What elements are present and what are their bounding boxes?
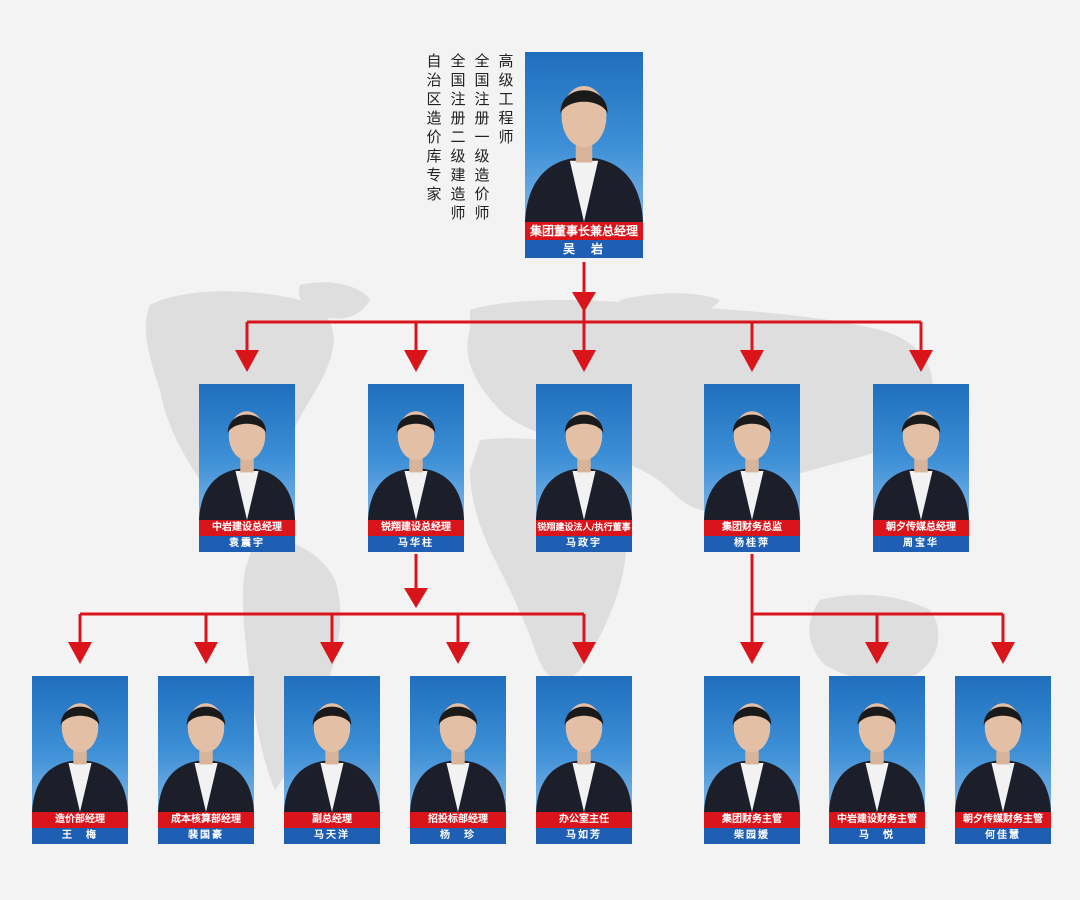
position-title: 锐翔建设法人/执行董事 xyxy=(536,520,632,536)
position-title: 集团财务总监 xyxy=(704,520,800,536)
position-title: 中岩建设总经理 xyxy=(199,520,295,536)
person-silhouette xyxy=(199,384,295,520)
person-silhouette xyxy=(368,384,464,520)
portrait-photo xyxy=(873,384,969,520)
position-title: 锐翔建设总经理 xyxy=(368,520,464,536)
person-silhouette xyxy=(525,52,643,222)
level2-card: 中岩建设总经理 袁震宇 xyxy=(199,384,295,554)
level3-card: 造价部经理 王 梅 xyxy=(32,676,128,844)
level2-card: 锐翔建设总经理 马华柱 xyxy=(368,384,464,554)
person-name: 马华柱 xyxy=(368,536,464,552)
person-silhouette xyxy=(704,384,800,520)
person-name: 何佳慧 xyxy=(955,828,1051,844)
level2-card: 朝夕传媒总经理 周宝华 xyxy=(873,384,969,554)
level3-card: 招投标部经理 杨 珍 xyxy=(410,676,506,844)
person-name: 裴国豪 xyxy=(158,828,254,844)
person-silhouette xyxy=(536,676,632,812)
person-name: 杨 珍 xyxy=(410,828,506,844)
person-name: 马如芳 xyxy=(536,828,632,844)
position-title: 成本核算部经理 xyxy=(158,812,254,828)
portrait-photo xyxy=(704,384,800,520)
credential-3: 全国注册二级建造师 xyxy=(448,52,468,223)
level3-card: 副总经理 马天洋 xyxy=(284,676,380,844)
credential-4: 自治区造价库专家 xyxy=(424,52,444,204)
person-silhouette xyxy=(410,676,506,812)
person-silhouette xyxy=(536,384,632,520)
person-name: 周宝华 xyxy=(873,536,969,552)
level3-card: 办公室主任 马如芳 xyxy=(536,676,632,844)
position-title: 中岩建设财务主管 xyxy=(829,812,925,828)
portrait-photo xyxy=(368,384,464,520)
level3-card: 集团财务主管 柴园媛 xyxy=(704,676,800,844)
person-silhouette xyxy=(829,676,925,812)
person-silhouette xyxy=(704,676,800,812)
person-silhouette xyxy=(284,676,380,812)
level3-card: 成本核算部经理 裴国豪 xyxy=(158,676,254,844)
portrait-photo xyxy=(536,384,632,520)
portrait-photo xyxy=(704,676,800,812)
level3-card: 朝夕传媒财务主管 何佳慧 xyxy=(955,676,1051,844)
person-silhouette xyxy=(32,676,128,812)
position-title: 集团董事长兼总经理 xyxy=(525,222,643,240)
position-title: 造价部经理 xyxy=(32,812,128,828)
person-name: 马天洋 xyxy=(284,828,380,844)
person-silhouette xyxy=(873,384,969,520)
position-title: 办公室主任 xyxy=(536,812,632,828)
portrait-photo xyxy=(525,52,643,222)
credential-1: 高级工程师 xyxy=(496,52,516,147)
person-name: 马 悦 xyxy=(829,828,925,844)
person-name: 杨桂萍 xyxy=(704,536,800,552)
position-title: 招投标部经理 xyxy=(410,812,506,828)
chairman-card: 集团董事长兼总经理 吴 岩 xyxy=(525,52,643,262)
person-name: 王 梅 xyxy=(32,828,128,844)
person-silhouette xyxy=(955,676,1051,812)
portrait-photo xyxy=(829,676,925,812)
position-title: 朝夕传媒总经理 xyxy=(873,520,969,536)
position-title: 朝夕传媒财务主管 xyxy=(955,812,1051,828)
portrait-photo xyxy=(32,676,128,812)
portrait-photo xyxy=(410,676,506,812)
portrait-photo xyxy=(536,676,632,812)
person-name: 柴园媛 xyxy=(704,828,800,844)
position-title: 副总经理 xyxy=(284,812,380,828)
portrait-photo xyxy=(284,676,380,812)
level2-card: 锐翔建设法人/执行董事 马政宇 xyxy=(536,384,632,554)
person-name: 袁震宇 xyxy=(199,536,295,552)
credential-2: 全国注册一级造价师 xyxy=(472,52,492,223)
person-name: 马政宇 xyxy=(536,536,632,552)
person-silhouette xyxy=(158,676,254,812)
portrait-photo xyxy=(199,384,295,520)
level3-card: 中岩建设财务主管 马 悦 xyxy=(829,676,925,844)
portrait-photo xyxy=(158,676,254,812)
person-name: 吴 岩 xyxy=(525,240,643,258)
position-title: 集团财务主管 xyxy=(704,812,800,828)
level2-card: 集团财务总监 杨桂萍 xyxy=(704,384,800,554)
portrait-photo xyxy=(955,676,1051,812)
